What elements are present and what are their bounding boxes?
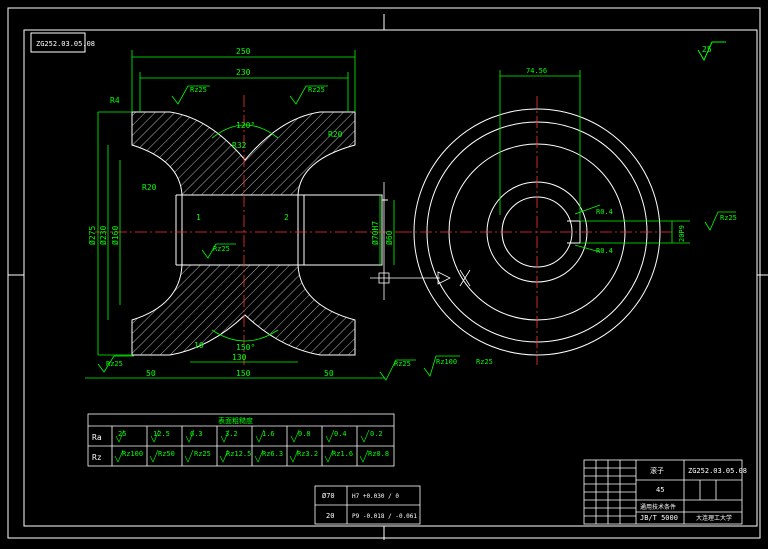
dim-20p9: 20P9	[678, 225, 686, 242]
dim-r20-left: R20	[142, 183, 157, 192]
remaining-roughness: 25	[697, 41, 726, 62]
ra-cell: 0.4	[334, 430, 347, 438]
dim-250: 250	[236, 47, 251, 56]
rz-cell: Rz0.8	[368, 450, 389, 458]
dim-phi70: Ø70H7	[370, 221, 380, 245]
title-drawing-number: ZG252.03.05.08	[688, 467, 747, 475]
centerlines-end	[400, 96, 675, 365]
drawing-frame	[7, 7, 768, 540]
dim-10: 10	[194, 341, 204, 350]
dim-74-56: 74.56	[526, 67, 547, 75]
ra-cell: 0.8	[298, 430, 311, 438]
ra-cell: 1.6	[262, 430, 275, 438]
angle-120: 120°	[236, 121, 255, 130]
roughness-table-title: 表面粗糙度	[218, 416, 253, 425]
roughness-seq-b: Rz25	[476, 358, 493, 366]
centerlines-section	[95, 95, 400, 365]
dim-r0-4-bottom: R0.4	[596, 247, 613, 255]
dimension-lines-section	[85, 50, 395, 379]
ra-cell: 0.2	[370, 430, 383, 438]
title-block[interactable]: 滚子 ZG252.03.05.08 45 通用技术条件 JB/T 5000 大连…	[583, 459, 747, 525]
fit-tolerance-table[interactable]: Ø70 H7 +0.030 / 0 20 P9 -0.018 / -0.061	[314, 485, 421, 525]
fit-value-2: P9 -0.018 / -0.061	[352, 513, 417, 520]
angle-150: 150°	[236, 343, 255, 352]
rz-cell: Rz6.3	[262, 450, 283, 458]
dim-phi60: Ø60	[384, 230, 394, 245]
dim-r4: R4	[110, 96, 120, 105]
roughness-table-rz-label: Rz	[92, 453, 102, 462]
ra-cell: 3.2	[225, 430, 238, 438]
ra-cell: 12.5	[153, 430, 170, 438]
crosshair-cursor-icon	[370, 182, 471, 300]
dim-phi275: Ø275	[87, 226, 97, 245]
roughness-bore: Rz25	[213, 245, 230, 253]
dim-230: 230	[236, 68, 251, 77]
reference-number: ZG252.03.05.08	[36, 40, 95, 48]
dim-phi160: Ø160	[110, 226, 120, 245]
rz-cell: Rz1.6	[332, 450, 353, 458]
roughness-bottom-left: Rz25	[106, 360, 123, 368]
fit-size-1: Ø70	[322, 492, 335, 500]
rz-cell: Rz100	[122, 450, 143, 458]
title-standard-1: 通用技术条件	[640, 503, 676, 511]
dim-r20-right: R20	[328, 130, 343, 139]
dim-150: 150	[236, 369, 251, 378]
reference-number-box: ZG252.03.05.08	[30, 32, 95, 53]
dim-130: 130	[232, 353, 247, 362]
rz-cell: Rz25	[194, 450, 211, 458]
dim-2: 2	[284, 213, 289, 222]
roughness-side-right: Rz25	[394, 360, 411, 368]
dim-r0-4-top: R0.4	[596, 208, 613, 216]
remaining-roughness-value: 25	[702, 45, 712, 54]
rz-cell: Rz50	[158, 450, 175, 458]
keyway-projection	[303, 194, 388, 266]
roughness-table[interactable]: 表面粗糙度 Ra Rz 25 12.5 6.3 3.2 1.6 0.8 0.4 …	[87, 413, 395, 467]
dim-1: 1	[196, 213, 201, 222]
roughness-side: Rz25	[720, 214, 737, 222]
roughness-table-ra-label: Ra	[92, 433, 102, 442]
title-material: 45	[656, 486, 664, 494]
rz-cell: Rz12.5	[226, 450, 251, 458]
title-part-name: 滚子	[650, 466, 664, 475]
dim-50-right: 50	[324, 369, 334, 378]
roughness-top-left: Rz25	[190, 86, 207, 94]
rz-cell: Rz3.2	[297, 450, 318, 458]
dim-50-left: 50	[146, 369, 156, 378]
fit-value-1: H7 +0.030 / 0	[352, 493, 399, 500]
section-view[interactable]: 250 230 150 50 50 130 10 R4 R20 R20 R32 …	[85, 47, 493, 381]
dim-r32: R32	[232, 141, 247, 150]
dim-phi230: Ø230	[98, 226, 108, 245]
title-standard-2: JB/T 5000	[640, 514, 678, 522]
roughness-top-right: Rz25	[308, 86, 325, 94]
end-view[interactable]: 74.56 R0.4 R0.4 Rz25 20P9	[400, 67, 737, 365]
bore-outline	[175, 194, 305, 266]
fit-size-2: 20	[326, 512, 334, 520]
ra-cell: 6.3	[190, 430, 203, 438]
roughness-seq-a: Rz100	[436, 358, 457, 366]
hatched-section-lower	[131, 264, 356, 356]
title-company: 大连理工大学	[696, 514, 732, 522]
